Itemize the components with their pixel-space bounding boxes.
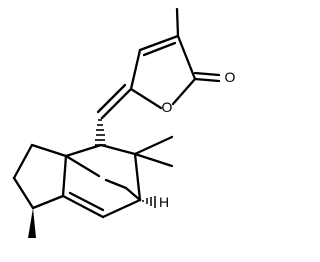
bond-ring-e-double-a [61,194,105,219]
butenolide-ring [129,7,221,110]
bond-ring-e-double-b [68,191,105,212]
bond-ring-d [101,198,142,219]
bond-c2-c3 [176,34,197,81]
bond-gem-methyl-2 [133,152,174,168]
bond-ring-a [64,143,103,158]
bond-c2-carbonyl-a [193,77,221,83]
bond-ring-b [99,143,137,156]
bond-cp-2 [12,143,34,180]
bond-gem-methyl-1 [133,135,174,156]
bond-c3-c4-double-b [142,41,177,57]
bond-bridge-2 [104,178,128,190]
bond-ring-c [133,152,142,202]
bond-c4-c5 [129,48,142,91]
bond-c2-carbonyl-b [193,71,221,77]
carbonyl-oxygen-label: O [225,69,236,85]
bond-c3-methyl [175,7,180,38]
chemical-structure-diagram: O O H [12,7,236,238]
bond-cp-1 [30,143,68,158]
wedge-bond-methyl [28,208,36,238]
bond-cp-4 [31,194,65,210]
bond-c5-o1 [129,87,163,110]
exocyclic-alkene [96,83,133,120]
bond-bridge-1 [64,154,101,178]
bridgehead-hydrogen-label: H [159,194,169,210]
bond-cp-5 [61,154,68,198]
tricyclic-core [12,135,174,238]
bond-exocyclic-double-b [96,83,127,114]
bond-c3-c4-double-a [138,34,180,52]
bond-cp-3 [12,176,35,210]
bond-bridge-3 [124,186,142,202]
bond-o1-c2 [171,77,197,106]
bond-exocyclic-double-a [100,87,133,120]
ring-oxygen-label: O [162,99,173,115]
hashed-bond-h [142,196,156,208]
